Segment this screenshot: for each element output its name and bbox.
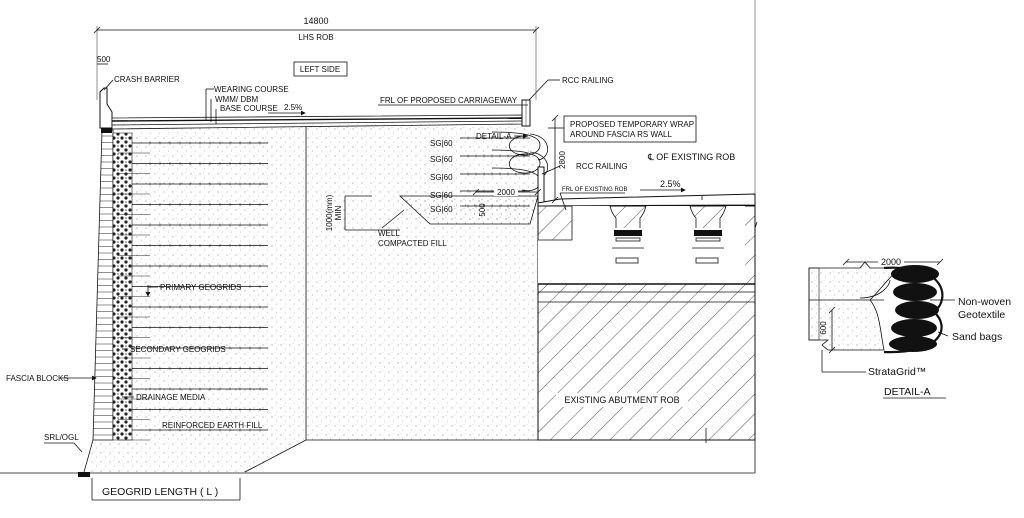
- pavement-fill-dots: [114, 124, 520, 128]
- bearings: [612, 230, 724, 264]
- detail-height-value: 600: [819, 321, 828, 335]
- detail-geotextile-wrap: [883, 266, 944, 354]
- wearing-course-label: WEARING COURSE: [214, 85, 289, 94]
- frl-proposed-label: FRL OF PROPOSED CARRIAGEWAY: [380, 96, 518, 105]
- small-dim-value: 500: [478, 203, 487, 217]
- crash-barrier: [99, 87, 113, 129]
- rcc-railing-top-label: RCC RAILING: [562, 76, 614, 85]
- sg-label-2: SG|60: [430, 155, 453, 164]
- fascia-blocks-label: FASCIA BLOCKS: [6, 374, 69, 383]
- reinforced-fill-zone: [88, 124, 538, 472]
- detail-a: [808, 257, 955, 373]
- drainage-media: [112, 132, 133, 441]
- min-depth-value: 1000(mm): [325, 194, 334, 231]
- well-compacted-label-1: WELL: [378, 229, 400, 238]
- slope-right-label: 2.5%: [660, 179, 681, 189]
- secondary-geogrids-label: SECONDARY GEOGRIDS: [130, 345, 226, 354]
- temp-wrap-line1: PROPOSED TEMPORARY WRAP: [570, 120, 694, 129]
- reinforced-fill-label: REINFORCED EARTH FILL: [162, 421, 263, 430]
- existing-rob-deck: [537, 193, 756, 207]
- min-depth-label: MIN: [334, 205, 343, 220]
- slope-left-label: 2.5%: [284, 103, 302, 112]
- wall-face-extension: [83, 439, 94, 473]
- fascia-blocks: [92, 129, 114, 441]
- sg-label-4: SG|60: [430, 191, 453, 200]
- toe-slope-line: [244, 439, 307, 473]
- overall-width-value: 14800: [303, 16, 328, 26]
- sg-label-3: SG|60: [430, 173, 453, 182]
- well-compacted-label-2: COMPACTED FILL: [378, 239, 447, 248]
- left-side-label: LEFT SIDE: [300, 65, 340, 74]
- sand-bags-label: Sand bags: [952, 331, 1002, 343]
- wearing-course-line: [111, 117, 523, 122]
- crash-barrier-label: CRASH BARRIER: [114, 75, 180, 84]
- girder-cutout: [538, 206, 745, 284]
- sand-bags: [889, 265, 939, 352]
- sg-label-1: SG|60: [430, 139, 453, 148]
- barrier-footing: [101, 128, 112, 133]
- existing-rob-centerline-label: ℄ OF EXISTING ROB: [647, 152, 735, 162]
- overall-width-label: LHS ROB: [298, 33, 333, 42]
- detail-length-value: 2000: [881, 257, 901, 267]
- existing-abutment-label: EXISTING ABUTMENT ROB: [564, 395, 679, 405]
- sg-label-5: SG|60: [430, 205, 453, 214]
- geogrid-layers: [118, 136, 530, 441]
- geogrid-length-label: GEOGRID LENGTH ( L ): [102, 486, 218, 498]
- wrap-length-value: 2000: [497, 188, 515, 197]
- leveling-pad: [78, 472, 90, 477]
- temporary-wrap-note-box: [563, 115, 697, 143]
- rcc-railing-lower: [537, 166, 545, 204]
- rcc-railing-lower-label: RCC RAILING: [576, 162, 628, 171]
- stratagrid-label: StrataGrid™: [868, 366, 926, 378]
- base-course-label: BASE COURSE: [220, 104, 278, 113]
- detail-a-callout: DETAIL-A: [476, 132, 512, 141]
- frl-existing-label: FRL OF EXISTING ROB: [562, 187, 627, 193]
- non-woven-label-1: Non-woven: [958, 296, 1011, 308]
- srl-ogl-label: SRL/OGL: [44, 433, 79, 442]
- wmm-dbm-label: WMM/ DBM: [215, 95, 258, 104]
- wrap-height-value: 2800: [558, 151, 567, 169]
- primary-geogrids-label: PRIMARY GEOGRIDS: [160, 283, 242, 292]
- non-woven-label-2: Geotextile: [958, 309, 1005, 321]
- drainage-media-label: DRAINAGE MEDIA: [136, 393, 206, 402]
- barrier-width-value: 500: [97, 55, 111, 64]
- detail-a-title: DETAIL-A: [884, 386, 930, 398]
- fascia-block-lines: [93, 135, 113, 436]
- left-side-box: [293, 61, 348, 77]
- temp-wrap-line2: AROUND FASCIA RS WALL: [570, 130, 673, 139]
